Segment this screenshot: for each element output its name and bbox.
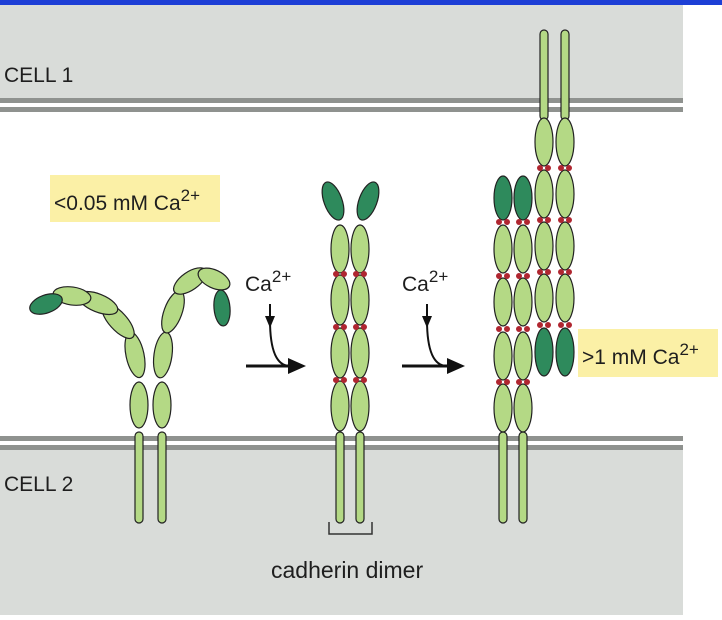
- arrow-2-label: Ca2+: [402, 267, 448, 296]
- cadherin-dimer-cell-1: [534, 29, 575, 377]
- high-calcium-highlight: [578, 329, 718, 377]
- dimer-bracket: [328, 522, 373, 535]
- low-calcium-label: <0.05 mM Ca2+: [54, 186, 200, 215]
- cadherin-dimer-label: cadherin dimer: [271, 557, 423, 583]
- cadherin-monomer-right: [152, 267, 231, 524]
- high-calcium-label: >1 mM Ca2+: [582, 340, 699, 369]
- low-calcium-highlight: [50, 175, 220, 222]
- calcium-binding-arrow-1: Ca2+: [245, 267, 306, 374]
- cell-1-region: [0, 5, 683, 112]
- top-bar: [0, 0, 722, 5]
- cadherin-monomer-left: [29, 286, 149, 524]
- cadherin-dimer-cell-2: [493, 175, 533, 524]
- cadherin-dimer: [321, 181, 380, 524]
- calcium-binding-arrow-2: Ca2+: [402, 267, 465, 374]
- calcium-ions-adhesion: [496, 165, 572, 385]
- calcium-ions-dimer: [333, 271, 367, 383]
- cell-1-label: CELL 1: [4, 64, 73, 87]
- cell-2-label: CELL 2: [4, 473, 73, 496]
- arrow-1-label: Ca2+: [245, 267, 291, 296]
